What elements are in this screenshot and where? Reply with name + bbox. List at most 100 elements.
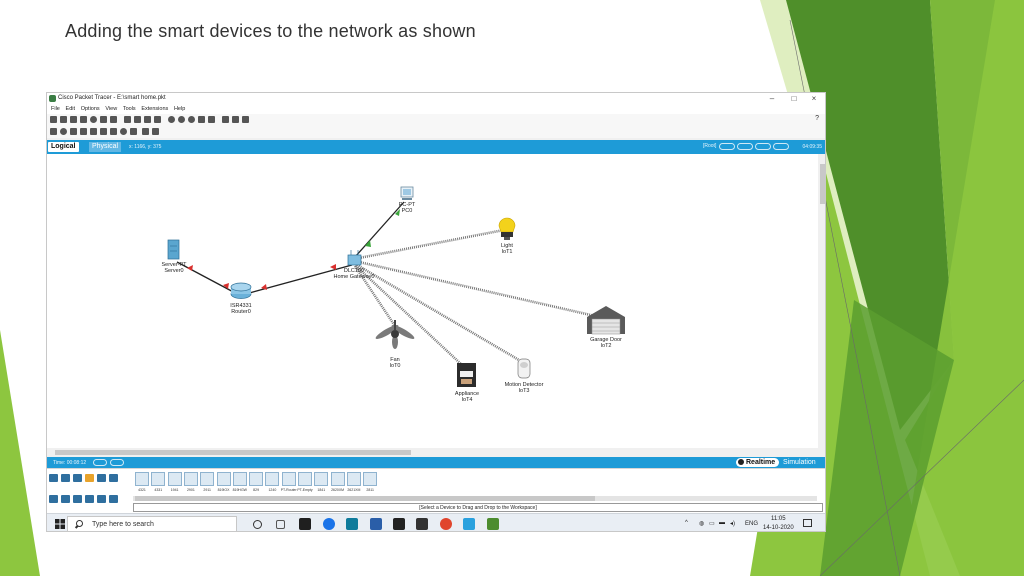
device-tile[interactable] <box>330 472 345 486</box>
device-tile[interactable] <box>346 472 361 486</box>
device-tile[interactable] <box>135 472 149 486</box>
maximize-button[interactable]: □ <box>791 94 797 103</box>
device-tile[interactable] <box>249 472 264 486</box>
packet-tracer-taskbar-icon[interactable] <box>487 518 499 530</box>
switches-icon[interactable] <box>61 495 70 503</box>
realtime-tab[interactable]: Realtime <box>736 458 780 467</box>
device-motion-detector-iot3[interactable]: Motion Detector IoT3 <box>505 358 544 394</box>
new-file-icon[interactable] <box>50 116 57 123</box>
menu-tools[interactable]: Tools <box>122 106 136 112</box>
language-indicator[interactable]: ENG <box>745 521 759 527</box>
wan-emulation-icon[interactable] <box>109 495 118 503</box>
device-server0[interactable]: Server-PT Server0 <box>161 239 187 274</box>
power-cycle-button[interactable] <box>93 459 107 466</box>
network-info-icon[interactable] <box>110 116 117 123</box>
move-object-button[interactable] <box>737 143 753 150</box>
notion-icon[interactable] <box>299 518 311 530</box>
components-icon[interactable] <box>73 474 82 482</box>
select-icon[interactable] <box>50 128 57 135</box>
hubs-icon[interactable] <box>73 495 82 503</box>
taskbar-date[interactable]: 14-10-2020 <box>763 525 794 531</box>
device-list-scroll-thumb[interactable] <box>135 496 595 501</box>
end-devices-icon[interactable] <box>61 474 70 482</box>
device-list-scrollbar[interactable] <box>133 496 817 501</box>
tab-physical[interactable]: Physical <box>89 142 122 152</box>
close-button[interactable]: × <box>811 94 817 103</box>
routers-icon[interactable] <box>49 495 58 503</box>
device-tile[interactable] <box>183 472 198 486</box>
add-simple-pdu-icon[interactable] <box>142 128 149 135</box>
help-button[interactable]: ? <box>815 115 819 122</box>
draw-line-icon[interactable] <box>100 128 107 135</box>
device-fan-iot0[interactable]: Fan IoT0 <box>374 320 416 369</box>
volume-tray-icon[interactable]: ◂) <box>730 521 736 527</box>
display-tray-icon[interactable]: ▬ <box>719 520 725 526</box>
menu-edit[interactable]: Edit <box>65 106 76 112</box>
workspace-vertical-scrollbar[interactable] <box>818 154 825 448</box>
note-icon[interactable] <box>90 128 97 135</box>
viewport-button[interactable] <box>773 143 789 150</box>
windows-start-icon[interactable] <box>55 519 65 529</box>
minimize-button[interactable]: – <box>769 94 775 103</box>
delete-icon[interactable] <box>70 128 77 135</box>
device-tile[interactable] <box>151 472 166 486</box>
custom-devices-icon[interactable] <box>208 116 215 123</box>
device-home-gateway0[interactable]: DLC100 Home Gateway0 <box>334 250 375 280</box>
activity-wizard-icon[interactable] <box>100 116 107 123</box>
photo-icon[interactable] <box>242 116 249 123</box>
taskbar-time[interactable]: 11:05 <box>771 516 786 522</box>
redo-icon[interactable] <box>154 116 161 123</box>
wireless-devices-icon[interactable] <box>85 495 94 503</box>
viewport-icon[interactable] <box>222 116 229 123</box>
zoom-reset-icon[interactable] <box>178 116 185 123</box>
network-tray-icon[interactable]: ◍ <box>699 521 705 527</box>
freeform-icon[interactable] <box>130 128 137 135</box>
task-view-alt-icon[interactable] <box>276 520 285 529</box>
menu-extensions[interactable]: Extensions <box>141 106 169 112</box>
device-tile[interactable] <box>216 472 231 486</box>
device-tile[interactable] <box>167 472 182 486</box>
device-tile[interactable] <box>363 472 378 486</box>
new-cluster-button[interactable] <box>719 143 735 150</box>
network-devices-icon[interactable] <box>49 474 58 482</box>
simulation-tab[interactable]: Simulation <box>783 459 816 466</box>
device-appliance-iot4[interactable]: Appliance IoT4 <box>455 363 479 403</box>
info-icon[interactable] <box>90 116 97 123</box>
device-tile[interactable] <box>200 472 215 486</box>
device-tile[interactable] <box>232 472 247 486</box>
horizontal-scroll-thumb[interactable] <box>55 450 411 455</box>
device-router0[interactable]: ISR4331 Router0 <box>230 282 252 315</box>
notification-icon[interactable] <box>803 519 812 527</box>
device-tile[interactable] <box>298 472 312 486</box>
task-view-icon[interactable] <box>253 520 262 529</box>
save-icon[interactable] <box>70 116 77 123</box>
inspect-icon[interactable] <box>60 128 67 135</box>
settings-icon[interactable] <box>416 518 428 530</box>
zoom-out-icon[interactable] <box>188 116 195 123</box>
taskbar-search-box[interactable]: Type here to search <box>67 516 237 531</box>
menu-options[interactable]: Options <box>80 106 100 112</box>
zoom-in-icon[interactable] <box>168 116 175 123</box>
battery-tray-icon[interactable]: ▭ <box>709 521 715 527</box>
device-tile[interactable] <box>265 472 280 486</box>
workspace-horizontal-scrollbar[interactable] <box>47 448 825 457</box>
chrome-app-icon[interactable] <box>440 518 452 530</box>
root-label[interactable]: [Root] <box>703 143 717 149</box>
print-icon[interactable] <box>80 116 87 123</box>
menu-help[interactable]: Help <box>173 106 186 112</box>
device-tile[interactable] <box>314 472 329 486</box>
dropbox-icon[interactable] <box>393 518 405 530</box>
menu-view[interactable]: View <box>105 106 118 112</box>
device-garage-door-iot2[interactable]: Garage Door IoT2 <box>587 306 625 349</box>
set-background-button[interactable] <box>755 143 771 150</box>
multiuser-icon[interactable] <box>109 474 118 482</box>
telegram-icon[interactable] <box>463 518 475 530</box>
draw-rectangle-icon[interactable] <box>110 128 117 135</box>
device-pc0[interactable]: PC-PT PC0 <box>399 186 416 214</box>
undo-icon[interactable] <box>144 116 151 123</box>
edge-icon[interactable] <box>346 518 358 530</box>
connections-icon[interactable] <box>85 474 94 482</box>
draw-ellipse-icon[interactable] <box>120 128 127 135</box>
add-complex-pdu-icon[interactable] <box>152 128 159 135</box>
chrome-icon[interactable] <box>323 518 335 530</box>
